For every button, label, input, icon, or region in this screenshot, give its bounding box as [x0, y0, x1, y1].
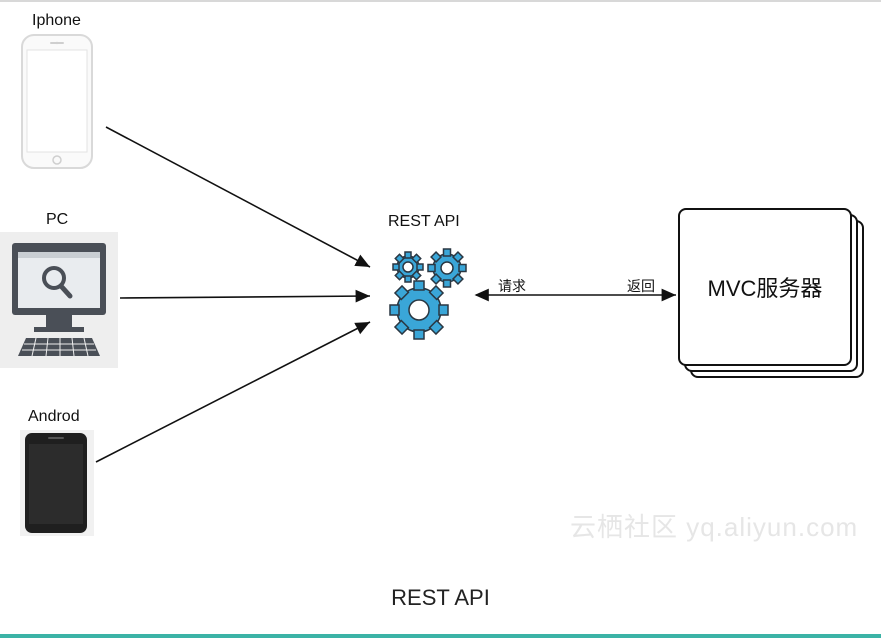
request-label: 请求: [498, 278, 526, 294]
top-divider: [0, 0, 881, 2]
iphone-icon: [21, 34, 93, 169]
android-phone-icon: [20, 430, 94, 536]
rest-api-label: REST API: [388, 213, 460, 230]
android-to-api-arrow: [95, 321, 371, 463]
watermark: 云栖社区 yq.aliyun.com: [570, 512, 859, 542]
iphone-to-api-arrow: [105, 126, 371, 268]
mvc-server-box: MVC服务器: [678, 208, 852, 366]
pc-icon: [0, 232, 118, 368]
mvc-server-label: MVC服务器: [707, 276, 823, 301]
bottom-accent-rule: [0, 634, 881, 638]
gears-icon: [389, 248, 467, 340]
figure-caption: REST API: [391, 585, 490, 610]
pc-to-api-arrow: [119, 289, 371, 303]
iphone-label: Iphone: [32, 12, 81, 29]
return-label: 返回: [627, 278, 655, 294]
pc-label: PC: [46, 211, 69, 228]
android-label: Androd: [28, 408, 80, 425]
